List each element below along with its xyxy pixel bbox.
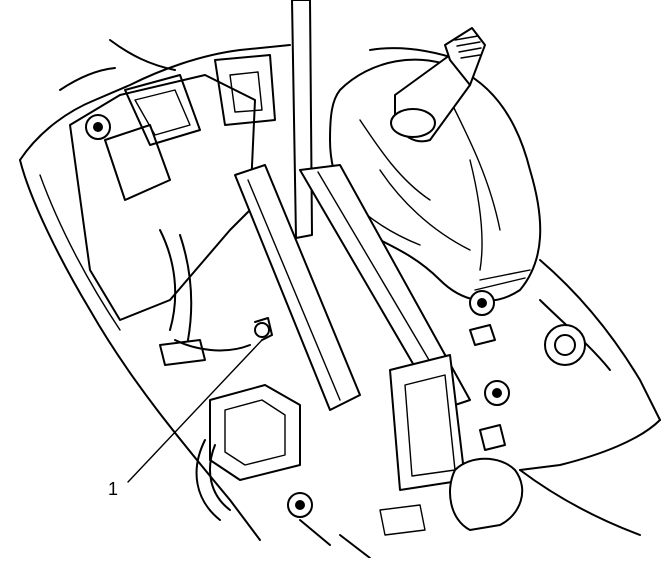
shift-lever	[390, 27, 486, 143]
bolt-upper-left	[85, 114, 111, 140]
bolt-right-lower	[484, 380, 510, 406]
bolt-lower-left	[287, 492, 313, 518]
bolt-right-mid	[469, 290, 495, 316]
bolt-far-right	[544, 324, 586, 366]
left-bracket	[69, 54, 276, 352]
console-body	[19, 39, 661, 541]
indicator-plate	[234, 164, 471, 411]
mounting-bolts	[85, 114, 586, 518]
shift-cable	[291, 0, 313, 239]
small-hardware	[159, 269, 531, 451]
callout-1-leader	[127, 317, 273, 483]
lower-connector	[299, 457, 524, 559]
callout-label-1: 1	[108, 479, 119, 499]
